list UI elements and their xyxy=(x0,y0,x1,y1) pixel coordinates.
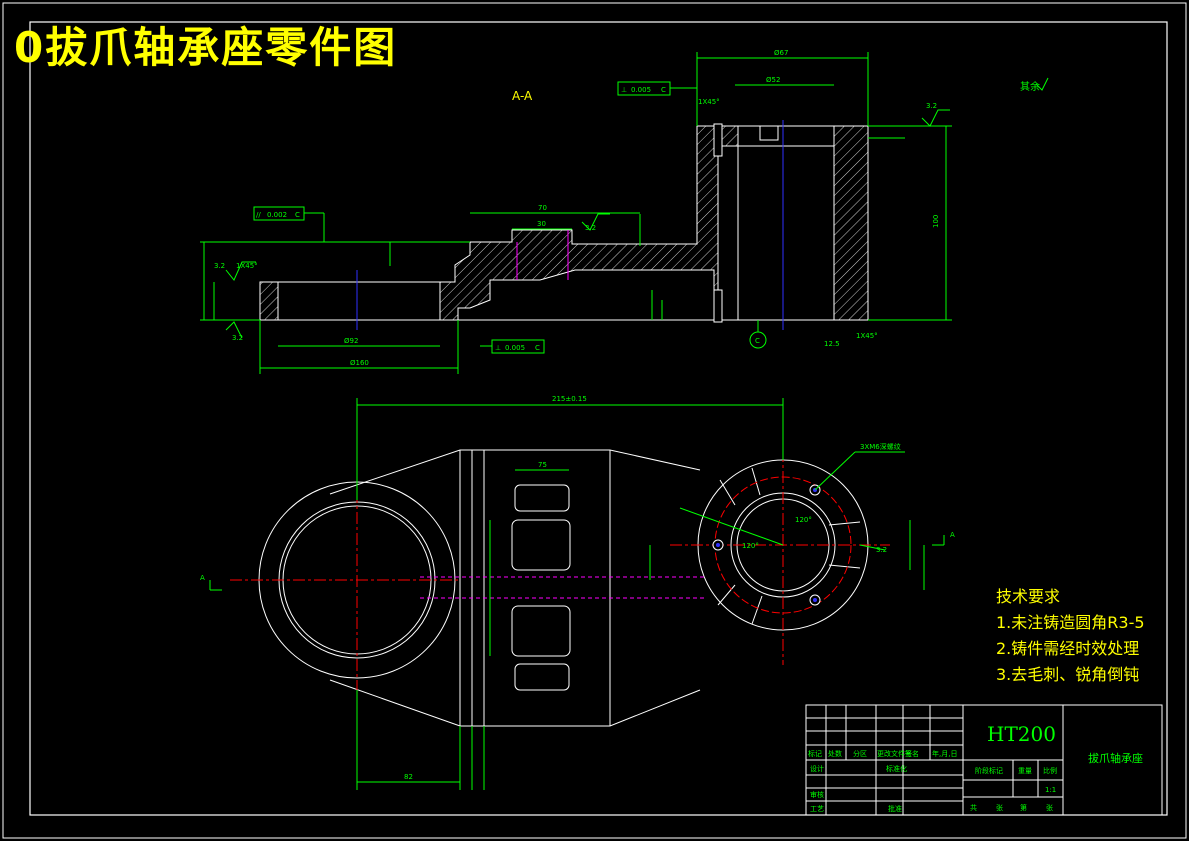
section-hatch-web xyxy=(439,125,739,321)
tech-item-3: 3.去毛刺、锐角倒钝 xyxy=(996,665,1140,684)
ra-mark-left xyxy=(225,261,256,281)
ra-leader-right xyxy=(859,544,886,551)
dim-text-52: Ø52 xyxy=(766,76,780,84)
dim-text-30: 30 xyxy=(537,220,546,228)
holes-leader xyxy=(814,451,856,491)
slot-3 xyxy=(828,521,861,569)
plan-outline xyxy=(329,449,701,727)
dim-text-75: 75 xyxy=(538,461,547,469)
pocket-4 xyxy=(514,663,570,691)
bolt-hole-2-center xyxy=(716,543,720,547)
part-name-text: 拔爪轴承座 xyxy=(1088,751,1143,765)
section-arrow-right-label: A xyxy=(950,531,955,539)
angle-text-2: 120° xyxy=(742,542,759,550)
holes-text: 3XM6深螺纹 xyxy=(860,442,901,451)
tech-requirements: 技术要求 1.未注铸造圆角R3-5 2.铸件需经时效处理 3.去毛刺、锐角倒钝 xyxy=(996,584,1145,688)
tol-val-3: 0.005 xyxy=(505,344,525,352)
tb-scale-value: 1:1 xyxy=(1045,786,1056,794)
ra-mark-top xyxy=(921,109,950,127)
tb-design: 设计 xyxy=(810,764,824,773)
ra-text-chamfer: 12.5 xyxy=(824,340,840,348)
tb-scale: 比例 xyxy=(1043,766,1057,775)
tb-review: 审核 xyxy=(810,790,824,799)
tb-stage: 阶段标记 xyxy=(975,766,1003,775)
chamfer-text-3: 1X45° xyxy=(856,332,878,340)
ra-text-top: 3.2 xyxy=(926,102,937,110)
ra-mark-bottom xyxy=(225,321,243,339)
tol-sym-1: ⊥ xyxy=(621,86,627,94)
material-text: HT200 xyxy=(987,722,1056,746)
tb-sheets-3: 第 xyxy=(1020,803,1027,812)
plan-view: 215±0.15 82 75 3XM6深螺纹 120° 120° 3.2 A A xyxy=(200,395,955,790)
pocket-2 xyxy=(511,519,571,571)
tech-heading: 技术要求 xyxy=(996,587,1061,606)
bolt-hole-upper xyxy=(713,123,723,157)
tb-standard: 标准化 xyxy=(886,764,907,773)
tech-item-1: 1.未注铸造圆角R3-5 xyxy=(996,613,1145,632)
section-hatch-left xyxy=(259,281,279,321)
dim-text-160: Ø160 xyxy=(350,359,369,367)
tb-change: 更改文件号 xyxy=(877,749,912,758)
section-outline xyxy=(260,125,869,321)
tb-sheets-4: 张 xyxy=(1046,803,1053,812)
dim-text-70: 70 xyxy=(538,204,547,212)
bolt-hole-lower xyxy=(713,289,723,323)
dim-text-67: Ø67 xyxy=(774,49,788,57)
ra-text-right: 3.2 xyxy=(876,546,887,554)
pocket-1 xyxy=(514,484,570,512)
dim-text-100: 100 xyxy=(932,215,940,228)
tb-count: 处数 xyxy=(828,749,842,758)
rest-roughness-label: 其余 xyxy=(1020,80,1040,93)
ra-text-bottom: 3.2 xyxy=(232,334,243,342)
tb-date: 年,月,日 xyxy=(932,749,957,758)
dim-text-92: Ø92 xyxy=(344,337,358,345)
ra-mark-web xyxy=(581,213,610,231)
tol-sym-3: ⊥ xyxy=(495,344,501,352)
section-label: A-A xyxy=(512,89,533,103)
ra-mark-rest xyxy=(1035,77,1049,91)
slot-1 xyxy=(719,467,761,506)
section-view: Ø67 Ø52 70 30 Ø160 Ø92 100 1X45° 1X45° 1… xyxy=(200,49,1049,374)
tol-datum-3: C xyxy=(535,344,540,352)
pocket-3 xyxy=(511,605,571,657)
tol-val-2: 0.002 xyxy=(267,211,287,219)
dim-text-82: 82 xyxy=(404,773,413,781)
tb-mark: 标记 xyxy=(808,749,822,758)
section-hatch-right xyxy=(833,125,869,321)
angle-text-1: 120° xyxy=(795,516,812,524)
dim-text-215: 215±0.15 xyxy=(552,395,587,403)
tol-datum-1: C xyxy=(661,86,666,94)
tb-zone: 分区 xyxy=(853,749,867,758)
datum-c-text: C xyxy=(755,337,760,345)
tb-sheets-1: 共 xyxy=(970,803,977,812)
slot-2 xyxy=(717,584,763,625)
section-arrow-left-label: A xyxy=(200,574,205,582)
tol-val-1: 0.005 xyxy=(631,86,651,94)
chamfer-text-1: 1X45° xyxy=(698,98,720,106)
tb-approve: 批准 xyxy=(888,804,902,813)
tb-sign: 签名 xyxy=(905,749,919,758)
tol-datum-2: C xyxy=(295,211,300,219)
inner-frame xyxy=(29,21,1168,816)
tech-item-2: 2.铸件需经时效处理 xyxy=(996,639,1140,658)
tol-sym-2: // xyxy=(256,211,261,219)
ra-text-web: 3.2 xyxy=(585,224,596,232)
tb-process: 工艺 xyxy=(810,805,824,813)
tb-weight: 重量 xyxy=(1018,767,1032,775)
ra-text-left: 3.2 xyxy=(214,262,225,270)
drawing-title: 0拔爪轴承座零件图 xyxy=(14,23,398,72)
tb-sheets-2: 张 xyxy=(996,803,1003,812)
title-block xyxy=(805,704,1163,816)
bolt-hole-3-center xyxy=(813,598,817,602)
chamfer-text-2: 1X45° xyxy=(236,262,258,270)
angle-leader xyxy=(679,507,784,546)
